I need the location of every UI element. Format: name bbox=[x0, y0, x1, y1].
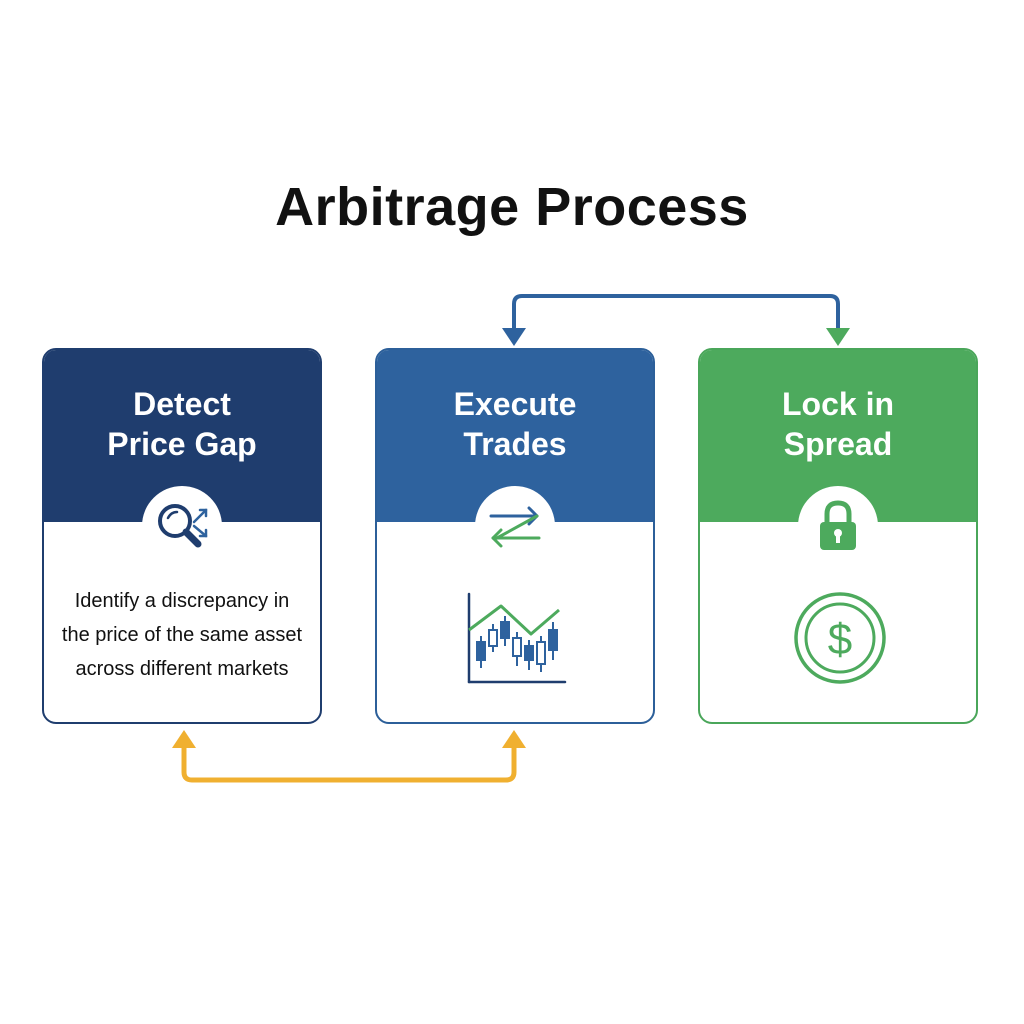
description-line: the price of the same asset bbox=[61, 624, 303, 646]
top-arrowhead-left bbox=[502, 328, 526, 346]
step-title: Lock in Spread bbox=[700, 384, 976, 464]
candlestick-chart-icon bbox=[377, 588, 653, 693]
step-description: Identify a discrepancy in the price of t… bbox=[44, 584, 320, 686]
step-title-line: Execute bbox=[453, 386, 577, 422]
bottom-connector-arrow bbox=[181, 741, 517, 783]
bottom-arrowhead-right bbox=[502, 730, 526, 748]
svg-text:$: $ bbox=[828, 615, 852, 664]
step-title-line: Price Gap bbox=[107, 426, 257, 462]
step-title-line: Detect bbox=[133, 386, 231, 422]
step-title-line: Trades bbox=[463, 426, 567, 462]
step-title-line: Spread bbox=[783, 426, 893, 462]
bottom-arrowhead-left bbox=[172, 730, 196, 748]
diagram-title: Arbitrage Process bbox=[275, 177, 749, 237]
description-line: Identify a discrepancy in bbox=[74, 590, 290, 612]
top-connector-arrow bbox=[512, 294, 840, 332]
step-title-line: Lock in bbox=[781, 386, 894, 422]
step-card-lock: Lock in Spread $ bbox=[698, 348, 978, 724]
padlock-icon bbox=[798, 486, 878, 566]
step-card-detect: Detect Price Gap Identify a discrepancy … bbox=[42, 348, 322, 724]
dollar-coin-icon: $ bbox=[700, 588, 976, 693]
top-arrowhead-right bbox=[826, 328, 850, 346]
step-title: Execute Trades bbox=[377, 384, 653, 464]
swap-arrows-icon bbox=[475, 486, 555, 566]
magnifier-arrows-icon bbox=[142, 486, 222, 566]
step-header: Detect Price Gap bbox=[44, 350, 320, 522]
description-line: across different markets bbox=[75, 658, 289, 680]
step-card-execute: Execute Trades bbox=[375, 348, 655, 724]
step-title: Detect Price Gap bbox=[44, 384, 320, 464]
